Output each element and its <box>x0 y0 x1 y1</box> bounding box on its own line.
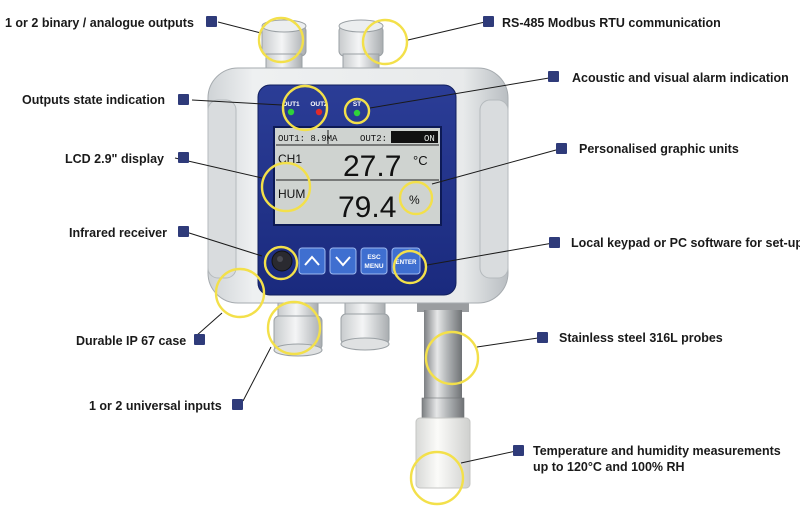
highlight-output-leds <box>281 84 329 132</box>
up-key[interactable] <box>298 247 326 275</box>
chevron-up-icon <box>304 255 320 266</box>
highlight-unit <box>398 180 434 216</box>
callout-rs485: RS-485 Modbus RTU communication <box>502 16 721 30</box>
callout-inputs: 1 or 2 universal inputs <box>89 399 222 413</box>
callout-probes: Stainless steel 316L probes <box>559 331 723 345</box>
callout-lcd-marker <box>178 152 189 163</box>
led-out1-label: OUT1 <box>282 101 300 108</box>
callout-units-marker <box>556 143 567 154</box>
callout-probes-marker <box>537 332 548 343</box>
callout-lcd: LCD 2.9" display <box>65 152 165 166</box>
callout-keypad-marker <box>549 237 560 248</box>
led-out2-label: OUT2 <box>310 101 328 108</box>
enter-key-label: ENTER <box>396 259 418 266</box>
callout-inputs-marker <box>232 399 243 410</box>
callout-outputs: 1 or 2 binary / analogue outputs <box>5 16 194 30</box>
callout-outputs-state-marker <box>178 94 189 105</box>
led-out2 <box>315 108 323 116</box>
highlight-probe-tip <box>409 450 465 506</box>
led-st-label: ST <box>353 101 361 108</box>
callout-units: Personalised graphic units <box>579 142 739 156</box>
infrared-receiver-lens <box>277 256 283 262</box>
callout-infrared: Infrared receiver <box>69 226 167 240</box>
lcd-display <box>273 126 442 226</box>
highlight-circles <box>214 16 480 506</box>
channel2-value: 79.4 <box>338 191 396 224</box>
callout-alarm-marker <box>548 71 559 82</box>
highlight-enter <box>392 249 428 285</box>
probe <box>415 300 471 489</box>
esc-key-label: ESC <box>367 254 381 261</box>
callout-alarm: Acoustic and visual alarm indication <box>572 71 789 85</box>
highlight-top-left-gland <box>257 16 305 64</box>
callout-rs485-marker <box>483 16 494 27</box>
esc-menu-key[interactable] <box>360 247 388 275</box>
highlight-case-corner <box>214 267 266 319</box>
channel1-unit: °C <box>413 153 428 168</box>
bottom-gland-right <box>340 299 390 351</box>
callout-outputs-marker <box>206 16 217 27</box>
highlight-st-led <box>343 97 371 125</box>
highlight-bottom-gland <box>266 300 322 356</box>
callout-measure-line2: up to 120°C and 100% RH <box>533 460 685 474</box>
callout-measure-marker <box>513 445 524 456</box>
highlight-top-right-gland <box>361 18 409 66</box>
leader-lines <box>174 21 557 464</box>
callout-outputs-state: Outputs state indication <box>22 93 166 107</box>
status-out2: OUT2: <box>360 134 387 144</box>
callout-measure-line1: Temperature and humidity measurements <box>533 444 781 458</box>
highlight-infrared <box>263 245 299 281</box>
channel1-value: 27.7 <box>343 150 401 183</box>
callout-infrared-marker <box>178 226 189 237</box>
callout-keypad: Local keypad or PC software for set-up <box>571 236 800 250</box>
callout-case: Durable IP 67 case <box>76 334 187 348</box>
top-gland-right <box>338 19 384 73</box>
down-key[interactable] <box>329 247 357 275</box>
menu-key-label: MENU <box>364 263 383 270</box>
highlight-probe <box>424 330 480 386</box>
highlight-lcd <box>260 161 312 213</box>
status-out1: OUT1: 8.9MA <box>278 134 338 144</box>
channel2-label: HUM <box>278 187 305 201</box>
led-out1 <box>287 108 295 116</box>
callout-measure: Temperature and humidity measurements up… <box>533 443 800 475</box>
status-out2-state: ON <box>424 134 435 144</box>
channel2-unit: % <box>409 193 420 207</box>
callout-case-marker <box>194 334 205 345</box>
led-st <box>353 109 361 117</box>
chevron-down-icon <box>335 256 351 267</box>
bottom-gland-left <box>273 299 323 357</box>
